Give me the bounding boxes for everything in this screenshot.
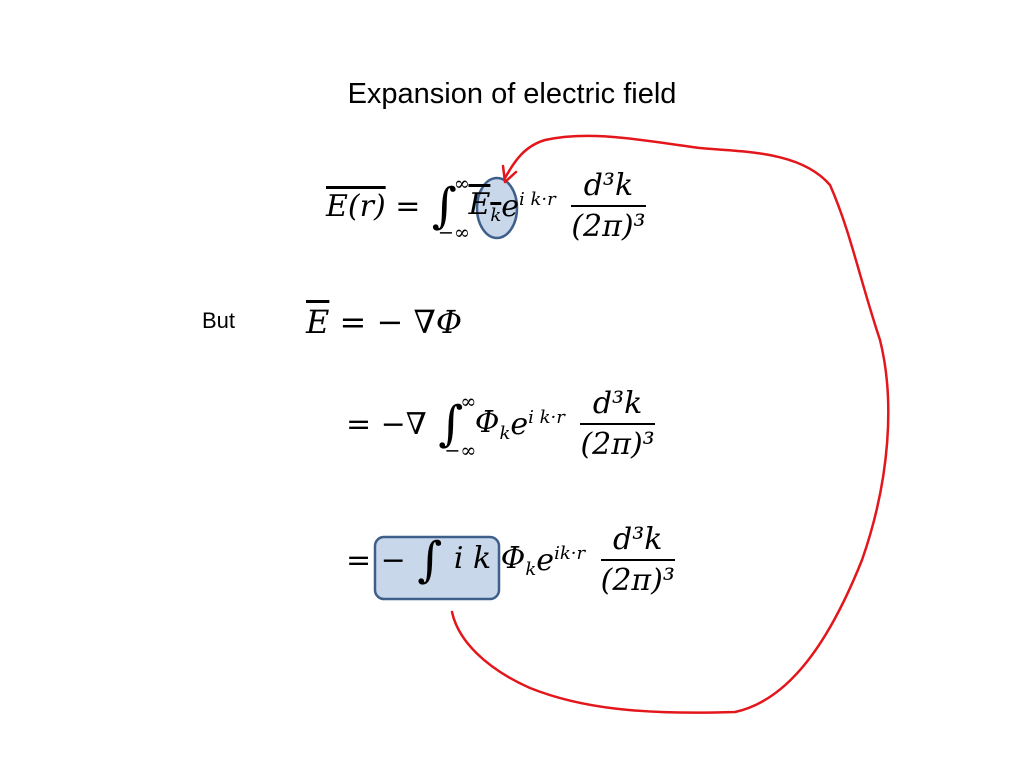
- eq1-fraction: d³k (2π)³: [571, 168, 646, 244]
- but-label: But: [202, 308, 236, 333]
- eq1-term-sub: k: [490, 204, 502, 226]
- eq1-exp-base: e: [501, 188, 520, 224]
- equation-gradient: E = − ∇Φ: [306, 300, 462, 341]
- eq1-exponent: i k·r: [519, 188, 556, 210]
- eq4-integral: ∫: [417, 532, 443, 588]
- highlight-ellipse: [475, 176, 519, 240]
- eq1-equals: =: [395, 188, 421, 224]
- eq4-term: i k Φk: [454, 541, 536, 580]
- eq3-integral: ∫∞−∞: [438, 390, 477, 462]
- eq4-frac-den: (2π)³: [600, 563, 675, 598]
- eq4-exp: eik·r: [536, 543, 585, 578]
- eq3-int-lower: −∞: [444, 439, 477, 462]
- eq4-frac-num: d³k: [600, 522, 675, 561]
- eq4-term-sub: k: [525, 558, 537, 580]
- eq3-term-sub: k: [499, 422, 511, 444]
- eq1-lhs: E(r): [326, 188, 386, 224]
- highlight-box: [373, 535, 501, 601]
- eq1-int-lower: −∞: [437, 221, 470, 244]
- equation-result: = − ∫ i k Φkeik·r d³k (2π)³: [346, 522, 675, 598]
- eq1-frac-den: (2π)³: [571, 209, 646, 244]
- eq1-exp: ei k·r: [501, 189, 555, 224]
- slide-title: Expansion of electric field: [347, 78, 677, 110]
- equation-substitution: = −∇ ∫∞−∞ Φkei k·r d³k (2π)³: [346, 386, 655, 462]
- eq3-term-letter: Φ: [474, 404, 500, 440]
- eq3-exponent: i k·r: [528, 406, 565, 428]
- equation-field-expansion: E(r) = ∫∞−∞ Ekei k·r d³k (2π)³: [326, 168, 646, 244]
- eq4-lead: = −: [346, 542, 406, 578]
- eq2-rhs: = − ∇Φ: [339, 302, 463, 341]
- eq1-integral: ∫∞−∞: [431, 172, 470, 244]
- eq4-exponent: ik·r: [554, 542, 586, 564]
- red-loop-arrow: [450, 134, 890, 714]
- eq1-term: Ek: [468, 187, 501, 226]
- eq1-frac-num: d³k: [571, 168, 646, 207]
- eq1-int-upper: ∞: [453, 172, 470, 195]
- eq3-fraction: d³k (2π)³: [580, 386, 655, 462]
- eq3-frac-den: (2π)³: [580, 427, 655, 462]
- eq1-term-letter: E: [468, 186, 491, 222]
- eq3-exp: ei k·r: [510, 407, 564, 442]
- eq3-frac-num: d³k: [580, 386, 655, 425]
- arrow-head: [501, 164, 518, 184]
- eq2-lhs: E: [306, 302, 330, 341]
- eq3-term: Φk: [475, 405, 511, 444]
- eq3-int-upper: ∞: [460, 390, 477, 413]
- eq4-term-letters: i k Φ: [453, 540, 526, 576]
- eq4-exp-base: e: [536, 542, 555, 578]
- eq3-exp-base: e: [510, 406, 529, 442]
- eq3-lead: = −∇: [346, 406, 427, 442]
- eq4-fraction: d³k (2π)³: [600, 522, 675, 598]
